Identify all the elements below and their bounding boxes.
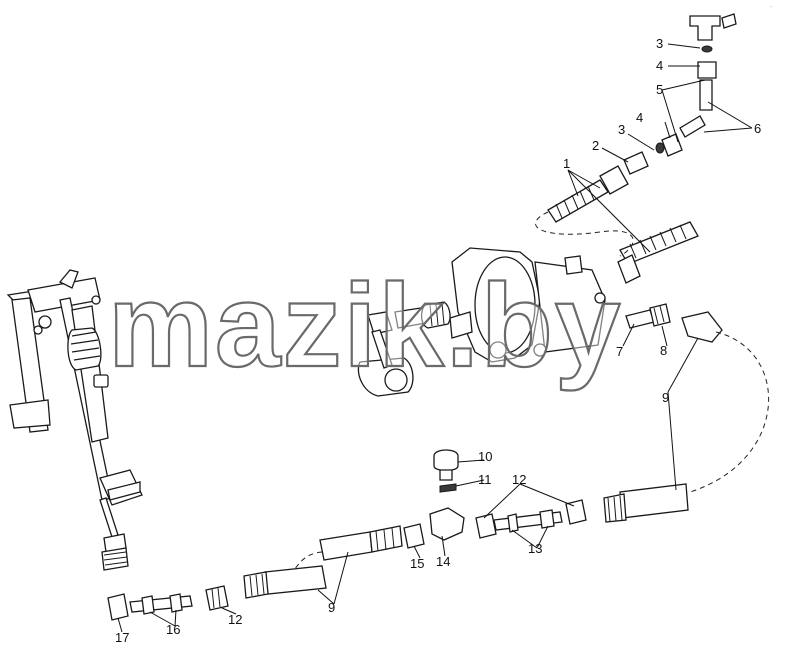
hose-9-right (603, 311, 770, 523)
fittings-12-16-17 (107, 585, 229, 621)
callout-13: 13 (528, 541, 542, 556)
callout-6: 6 (754, 121, 761, 136)
callout-12-middle: 12 (512, 472, 526, 487)
callout-14: 14 (436, 554, 450, 569)
clutch-pedal-assembly (6, 269, 143, 571)
callout-10: 10 (478, 449, 492, 464)
callout-11: 11 (478, 472, 492, 487)
callout-4-top: 4 (656, 58, 663, 73)
site-watermark: mazik.by (108, 260, 622, 392)
fittings-10-15 (403, 449, 587, 549)
callout-8: 8 (660, 343, 667, 358)
callout-4: 4 (636, 110, 643, 125)
callout-labels: 1 2 3 3 4 4 5 6 7 8 9 10 11 12 13 14 15 … (115, 36, 761, 645)
callout-15: 15 (410, 556, 424, 571)
callout-17: 17 (115, 630, 129, 645)
callout-16: 16 (166, 622, 180, 637)
callout-7: 7 (616, 344, 623, 359)
callout-1: 1 (563, 156, 570, 171)
hose-9-lower (243, 525, 403, 599)
callout-12-lower: 12 (228, 612, 242, 627)
callout-9-right: 9 (662, 390, 669, 405)
hose-1 (535, 165, 699, 284)
fittings-7-8 (625, 303, 671, 329)
callout-2: 2 (592, 138, 599, 153)
leader-lines (117, 43, 753, 633)
callout-9-lower: 9 (328, 600, 335, 615)
corner-mark: - (770, 4, 772, 10)
callout-3: 3 (618, 122, 625, 137)
pneumatic-booster (357, 247, 606, 397)
callout-3-top: 3 (656, 36, 663, 51)
callout-5: 5 (656, 82, 663, 97)
fittings-2-6 (623, 13, 737, 175)
